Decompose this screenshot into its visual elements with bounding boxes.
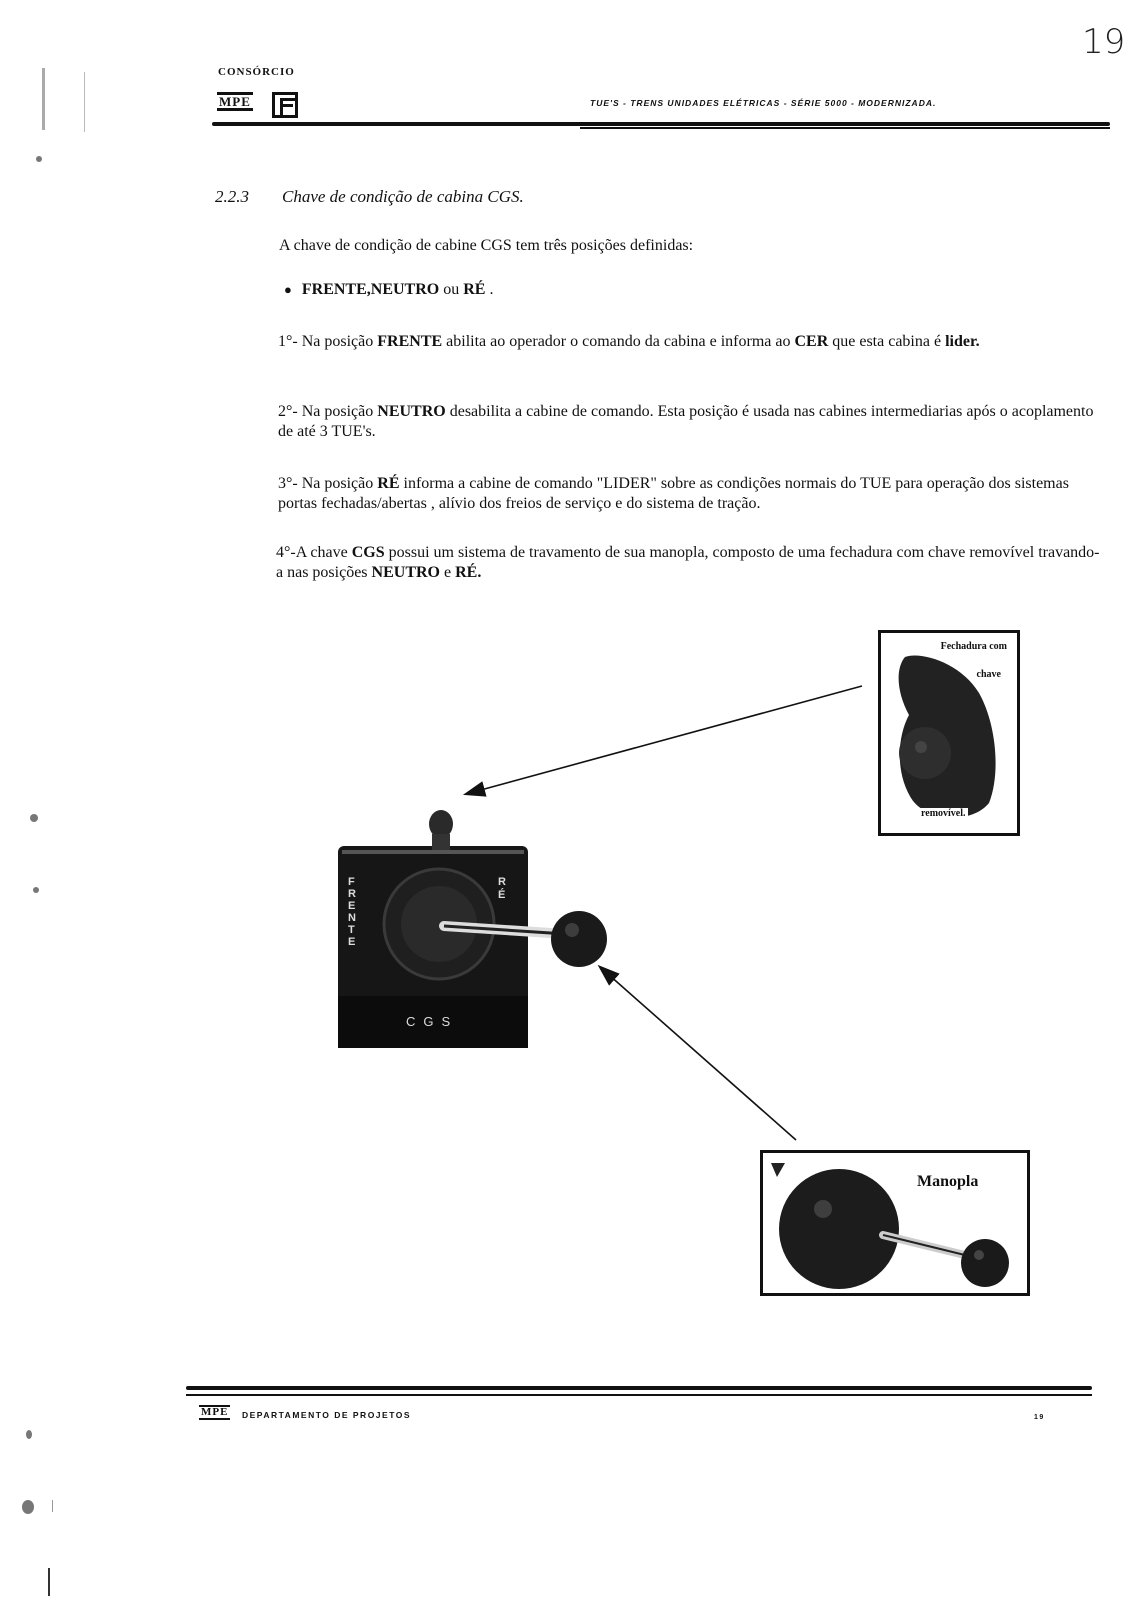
footer-page-number: 19 bbox=[1034, 1414, 1045, 1421]
item-text: que esta cabina é bbox=[828, 333, 946, 350]
footer-department: DEPARTAMENTO DE PROJETOS bbox=[242, 1410, 412, 1420]
switch-right-letters: RÉ bbox=[498, 876, 506, 901]
item-text: informa a cabine de comando "LIDER" sobr… bbox=[278, 475, 1069, 512]
item-text: desabilita a cabine de comando. Esta pos… bbox=[278, 403, 1094, 440]
lock-illustration bbox=[898, 655, 996, 818]
item-text: possui um sistema de travamento de sua m… bbox=[276, 544, 1100, 581]
item-text: 4°-A chave bbox=[276, 544, 352, 561]
item-3: 3°- Na posição RÉ informa a cabine de co… bbox=[278, 474, 1106, 514]
item-bold: RÉ bbox=[377, 475, 400, 492]
item-text: abilita ao operador o comando da cabina … bbox=[442, 333, 795, 350]
bullet-positions-3: RÉ bbox=[463, 281, 486, 298]
bullet-positions-2: ou bbox=[439, 281, 464, 298]
header-title: TUE'S - TRENS UNIDADES ELÉTRICAS - SÉRIE… bbox=[590, 98, 937, 108]
lock-callout-label-1: Fechadura com bbox=[938, 641, 1009, 652]
handle-callout-box: Manopla bbox=[760, 1150, 1030, 1296]
item-bold: FRENTE bbox=[377, 333, 443, 350]
item-bold: CER bbox=[794, 333, 829, 350]
item-text: 3°- Na posição bbox=[278, 475, 378, 492]
switch-cgs-label: CGS bbox=[406, 1014, 459, 1029]
cgs-switch-illustration bbox=[338, 810, 607, 1048]
switch-left-letters: FRENTE bbox=[348, 876, 356, 948]
handle-arrow bbox=[597, 964, 797, 1141]
item-bold: CGS bbox=[351, 544, 385, 561]
footer-rule bbox=[186, 1386, 1092, 1390]
item-bold: NEUTRO bbox=[371, 564, 440, 581]
lock-arrow bbox=[462, 685, 863, 797]
handle-callout-label: Manopla bbox=[917, 1173, 979, 1190]
header-rule-thin bbox=[580, 127, 1110, 129]
section-number: 2.2.3 bbox=[215, 187, 249, 206]
scan-edge-marks bbox=[0, 0, 110, 1600]
item-text: e bbox=[439, 564, 456, 581]
lock-callout-label-2: chave bbox=[974, 669, 1003, 680]
footer-rule-thin bbox=[186, 1394, 1092, 1396]
item-text: 2°- Na posição bbox=[278, 403, 378, 420]
bullet-positions-1: FRENTE,NEUTRO bbox=[301, 281, 440, 298]
bullet-icon: ● bbox=[284, 282, 292, 297]
positions-bullet: ● FRENTE,NEUTRO ou RÉ . bbox=[284, 281, 493, 299]
intro-paragraph: A chave de condição de cabine CGS tem tr… bbox=[279, 237, 694, 254]
item-bold: RÉ. bbox=[455, 564, 482, 581]
lock-callout-label-3: removível. bbox=[919, 808, 968, 819]
mpe-logo: MPE bbox=[217, 92, 253, 111]
handle-illustration bbox=[771, 1163, 1009, 1289]
item-text: 1°- Na posição bbox=[278, 333, 378, 350]
item-1: 1°- Na posição FRENTE abilita ao operado… bbox=[278, 332, 1106, 352]
header: CONSÓRCIO MPE TUE'S - TRENS UNIDADES ELÉ… bbox=[0, 0, 1132, 140]
section-title: Chave de condição de cabina CGS. bbox=[282, 187, 524, 206]
item-bold: lider. bbox=[945, 333, 980, 350]
handwritten-page-number: 19 bbox=[1082, 22, 1126, 62]
cgs-switch-photo: FRENTE RÉ CGS bbox=[336, 786, 616, 1056]
item-4: 4°-A chave CGS possui um sistema de trav… bbox=[276, 543, 1104, 583]
consortium-label: CONSÓRCIO bbox=[218, 66, 295, 78]
lock-callout-box: Fechadura com chave removível. bbox=[878, 630, 1020, 836]
footer: MPE DEPARTAMENTO DE PROJETOS 19 bbox=[0, 1380, 1132, 1430]
item-2: 2°- Na posição NEUTRO desabilita a cabin… bbox=[278, 402, 1106, 442]
footer-mpe-logo: MPE bbox=[199, 1405, 231, 1420]
item-bold: NEUTRO bbox=[377, 403, 446, 420]
e-logo-icon bbox=[272, 92, 298, 118]
header-rule bbox=[212, 122, 1110, 126]
bullet-positions-4: . bbox=[485, 281, 494, 298]
